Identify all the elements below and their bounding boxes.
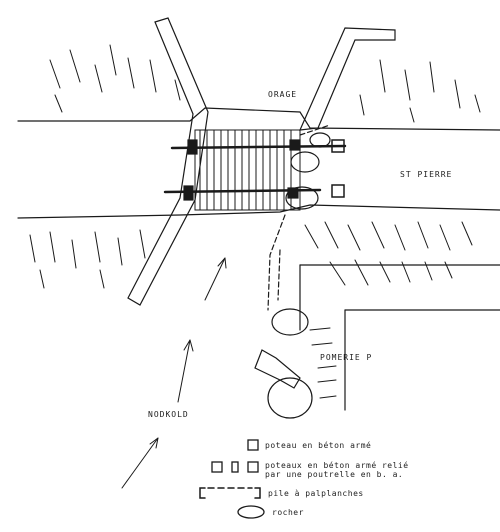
bridge-planks [199, 129, 292, 211]
legend-symbol-single-square [247, 439, 259, 451]
flow-arrow-2 [177, 339, 194, 403]
legend-symbol-ellipse [237, 505, 265, 519]
legend-text-2: poteaux en béton armé relié [265, 461, 409, 470]
bank-hatch-lower [309, 327, 337, 399]
bank-hatch-nw [49, 44, 181, 113]
label-pomerie: POMERIE P [320, 353, 373, 362]
label-orage: ORAGE [268, 90, 298, 99]
rock-3 [309, 132, 331, 148]
label-nodkold: NODKOLD [148, 410, 189, 419]
bank-hatch-ne [359, 59, 481, 123]
post-right-top [331, 139, 345, 153]
flow-arrow-3 [121, 437, 159, 489]
post-left-top [187, 139, 198, 155]
legend-text-4: rocher [272, 508, 304, 517]
post-mid-top [289, 139, 301, 151]
rock-5 [267, 377, 313, 419]
legend-text-2b: par une poutrelle en b. a. [265, 470, 404, 479]
sheet-pile-lines [267, 124, 331, 311]
jetty-left [127, 17, 209, 306]
jetty-right [299, 27, 396, 131]
post-right-bottom [331, 184, 345, 198]
rock-6 [254, 349, 301, 389]
post-left-bottom [183, 185, 194, 201]
bridge-deck [194, 129, 301, 211]
bank-hatch-se [304, 221, 473, 286]
legend-symbol-three-squares [211, 461, 259, 473]
rock-4 [271, 308, 309, 336]
flow-arrow-1 [204, 257, 227, 301]
rock-2 [285, 186, 319, 210]
legend-text-3: pile à palplanches [268, 489, 364, 498]
riverbank-north [17, 107, 500, 131]
bank-hatch-sw [29, 229, 146, 289]
label-river: ST PIERRE [400, 170, 453, 179]
legend-text-1: poteau en béton armé [265, 441, 372, 450]
legend-symbol-dashed-bracket [199, 487, 261, 499]
riverbank-south [17, 204, 500, 219]
rock-1 [290, 151, 320, 173]
